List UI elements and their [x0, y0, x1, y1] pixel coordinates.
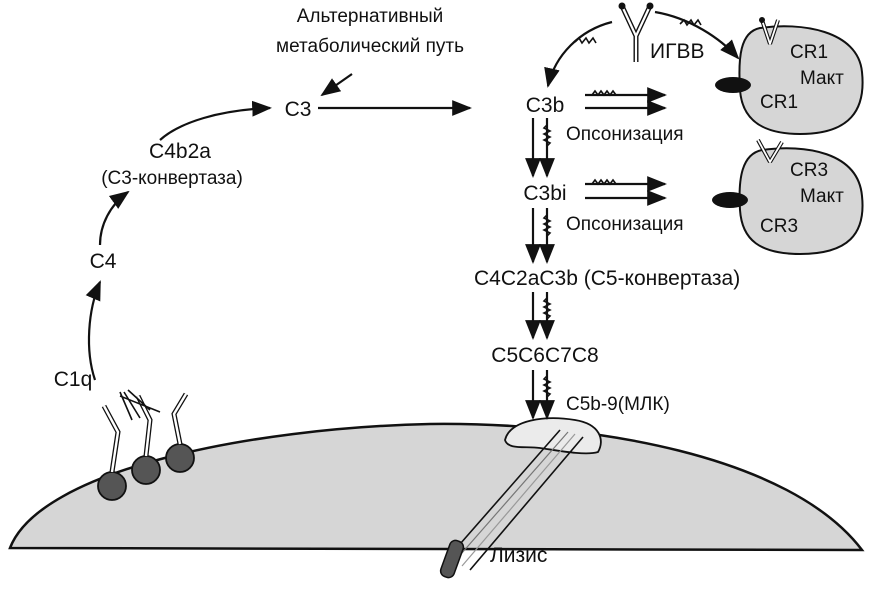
igvv-to-macrophage-arrow	[654, 10, 740, 60]
macrophage-1-cell-label: Макт	[800, 68, 844, 89]
macrophage-2-receptor-top: CR3	[790, 160, 828, 181]
macrophage-1-receptor-bottom: CR1	[760, 92, 798, 113]
c3bi-label: C3bi	[523, 182, 566, 205]
lysis-channel-end	[439, 539, 465, 579]
c5-convertase-label: C4C2aC3b (C5-конвертаза)	[474, 267, 740, 290]
c1q-to-c4-arrow	[85, 280, 102, 381]
c1q-label: C1q	[54, 368, 93, 391]
c4-label: C4	[90, 250, 117, 273]
target-cell	[8, 422, 865, 552]
igvv-antibody	[618, 2, 654, 62]
opsonization-arrows-2	[585, 176, 667, 206]
c3-label: C3	[285, 98, 312, 121]
macrophage-1	[715, 17, 864, 136]
macrophage-2-receptor-bottom: CR3	[760, 216, 798, 237]
macrophage-1-receptor-top: CR1	[790, 42, 828, 63]
alt-path-label-line1: Альтернативный	[297, 6, 444, 27]
bound-c3bi-2	[712, 192, 748, 208]
macrophage-2	[712, 139, 864, 256]
c4b2a-label: C4b2a	[149, 140, 211, 163]
igvv-label: ИГВВ	[650, 40, 704, 63]
c4-to-c4b2a-arrow	[98, 190, 130, 246]
bound-c3b-1	[715, 77, 751, 93]
c1q-complex	[97, 389, 195, 501]
opsonization-label-2: Опсонизация	[566, 214, 684, 235]
c3b-label: C3b	[526, 94, 565, 117]
alt-path-to-c3-arrow	[320, 73, 353, 97]
lysis-label: Лизис	[490, 544, 547, 567]
opsonization-arrows-1	[585, 87, 667, 116]
macrophage-2-cell-label: Макт	[800, 186, 844, 207]
c5c6c7c8-label: C5C6C7C8	[491, 344, 598, 367]
igvv-to-c3b-arrow	[544, 20, 613, 88]
mac-channel	[445, 429, 584, 571]
c3-convertase-label: (C3-конвертаза)	[101, 168, 243, 189]
opsonization-label-1: Опсонизация	[566, 124, 684, 145]
cascade-arrows	[525, 118, 555, 420]
alt-path-label-line2: метаболический путь	[276, 36, 464, 57]
c4b2a-to-c3-arrow	[159, 100, 272, 141]
mac-label: C5b-9(МЛК)	[566, 394, 670, 415]
